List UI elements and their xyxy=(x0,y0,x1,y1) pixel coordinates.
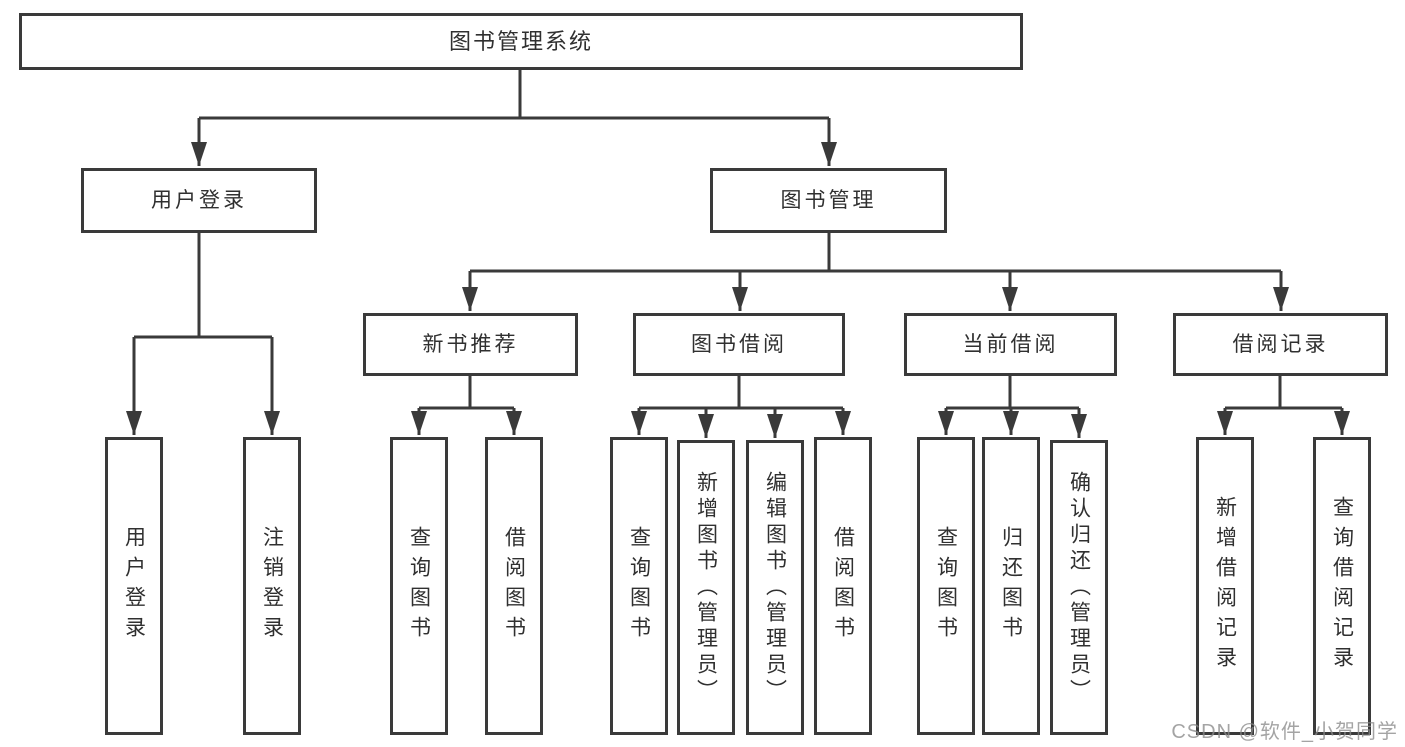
node-library-system-label: 图书管理系统 xyxy=(448,28,593,54)
node-borrowing-records: 借阅记录 xyxy=(1173,313,1388,376)
leaf-query-books-recommend: 查询图书 xyxy=(390,437,448,735)
node-current-borrowing: 当前借阅 xyxy=(904,313,1117,376)
node-new-book-recommend-label: 新书推荐 xyxy=(422,333,519,356)
node-library-system: 图书管理系统 xyxy=(19,13,1023,70)
leaf-borrow-books-recommend: 借阅图书 xyxy=(485,437,543,735)
watermark-text: CSDN @软件_小贺同学 xyxy=(1171,721,1398,743)
leaf-add-borrow-record-label: 新增借阅记录 xyxy=(1213,496,1237,676)
leaf-logout-label: 注销登录 xyxy=(260,526,284,646)
node-book-management: 图书管理 xyxy=(710,168,947,233)
leaf-confirm-return-admin-label: 确认归还（管理员） xyxy=(1067,470,1091,705)
leaf-user-login: 用户登录 xyxy=(105,437,163,735)
node-book-borrowing: 图书借阅 xyxy=(633,313,845,376)
leaf-add-borrow-record: 新增借阅记录 xyxy=(1196,437,1254,735)
node-borrowing-records-label: 借阅记录 xyxy=(1232,333,1329,356)
node-user-login-label: 用户登录 xyxy=(151,189,247,212)
leaf-return-book: 归还图书 xyxy=(982,437,1040,735)
node-new-book-recommend: 新书推荐 xyxy=(363,313,578,376)
leaf-borrow-books-borrowing-label: 借阅图书 xyxy=(831,526,855,646)
leaf-query-books-borrowing-label: 查询图书 xyxy=(627,526,651,646)
leaf-query-books-current: 查询图书 xyxy=(917,437,975,735)
connector-arrows xyxy=(126,118,1350,438)
leaf-query-borrow-record: 查询借阅记录 xyxy=(1313,437,1371,735)
leaf-borrow-books-recommend-label: 借阅图书 xyxy=(502,526,526,646)
leaf-borrow-books-borrowing: 借阅图书 xyxy=(814,437,872,735)
leaf-query-borrow-record-label: 查询借阅记录 xyxy=(1330,496,1354,676)
node-current-borrowing-label: 当前借阅 xyxy=(962,333,1059,356)
leaf-edit-book-admin-label: 编辑图书（管理员） xyxy=(763,470,787,705)
leaf-query-books-recommend-label: 查询图书 xyxy=(407,526,431,646)
leaf-return-book-label: 归还图书 xyxy=(999,526,1023,646)
leaf-query-books-current-label: 查询图书 xyxy=(934,526,958,646)
leaf-add-book-admin-label: 新增图书（管理员） xyxy=(694,470,718,705)
leaf-add-book-admin: 新增图书（管理员） xyxy=(677,440,735,735)
leaf-edit-book-admin: 编辑图书（管理员） xyxy=(746,440,804,735)
node-user-login: 用户登录 xyxy=(81,168,317,233)
leaf-user-login-label: 用户登录 xyxy=(122,526,146,646)
node-book-management-label: 图书管理 xyxy=(780,189,877,212)
leaf-query-books-borrowing: 查询图书 xyxy=(610,437,668,735)
leaf-logout: 注销登录 xyxy=(243,437,301,735)
node-book-borrowing-label: 图书借阅 xyxy=(691,333,787,356)
leaf-confirm-return-admin: 确认归还（管理员） xyxy=(1050,440,1108,735)
